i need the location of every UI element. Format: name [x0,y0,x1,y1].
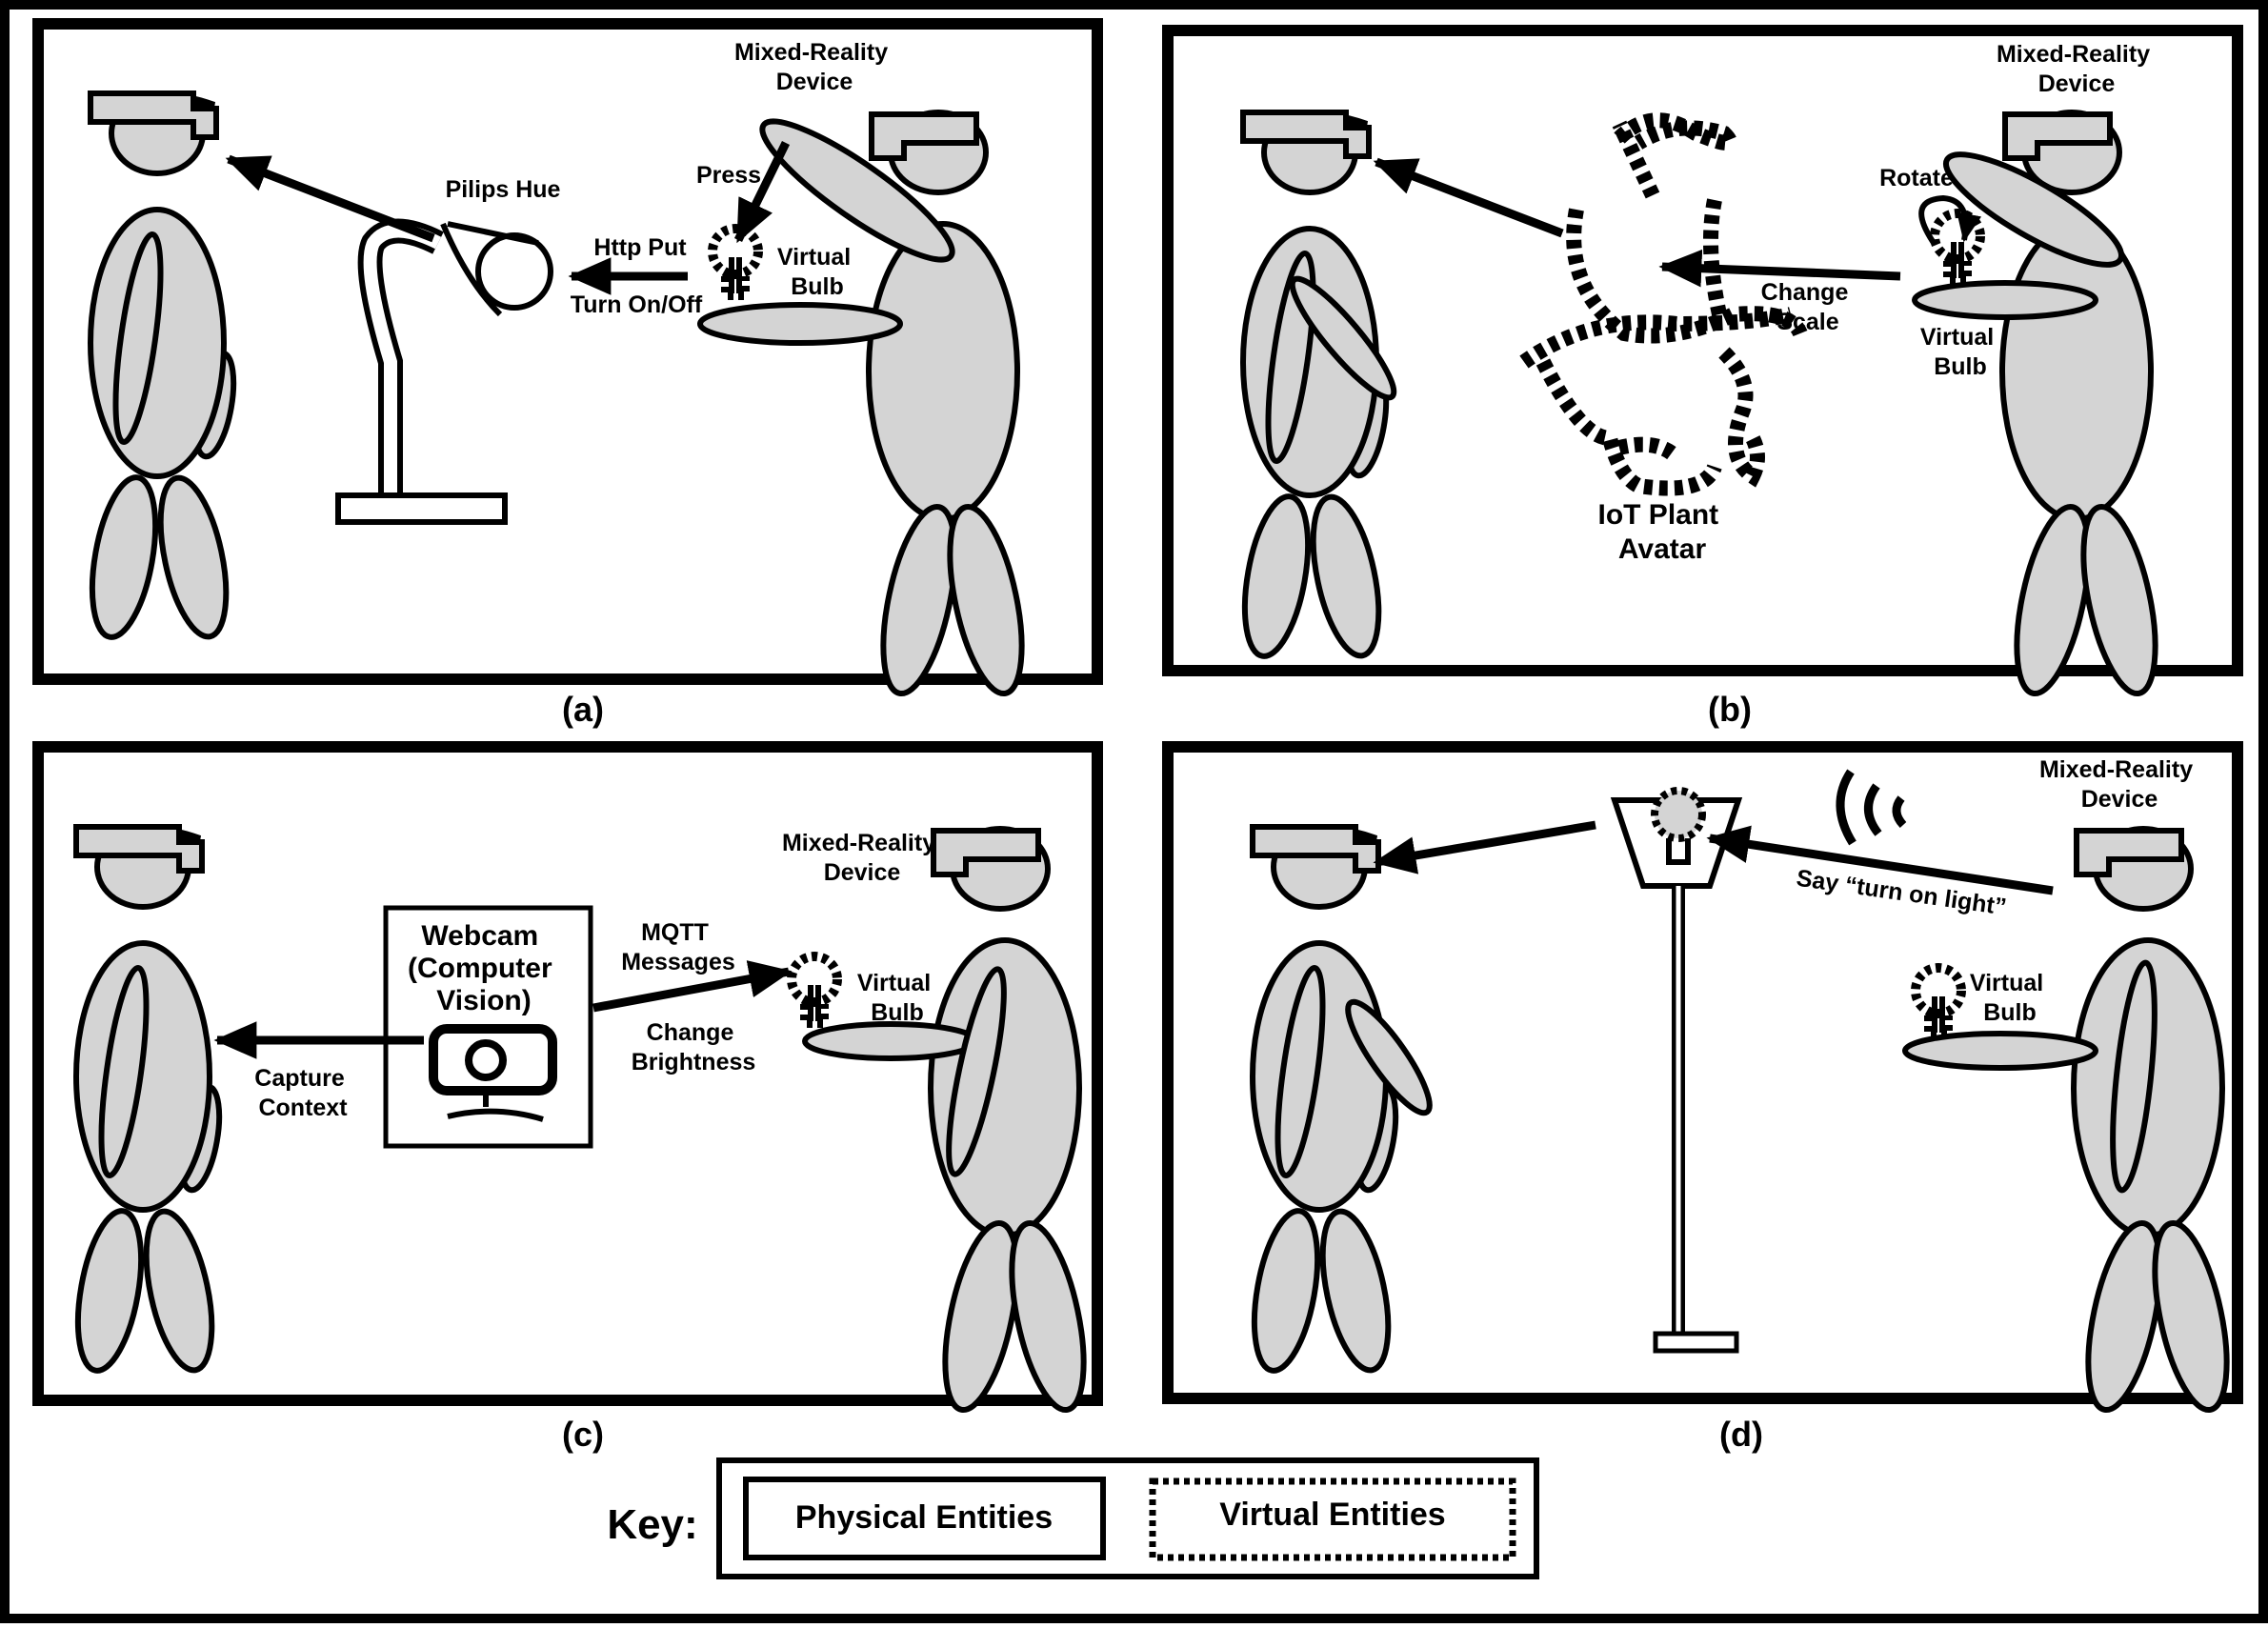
virtual-bulb [1935,213,1980,280]
device-label-line2: Device [776,69,853,95]
arrow-avatar-to-observer [1373,157,1564,238]
mr-user-arm [946,966,1007,1177]
arrow-mqtt [592,960,793,1013]
caption-a: (a) [562,690,604,729]
say-label: Say “turn on light” [1795,865,2008,921]
observer-figure [1244,827,1403,1376]
sound-waves-icon [1836,769,1907,846]
bulb-label-c: Virtual Bulb [857,970,937,1026]
virtual-bulb [792,956,837,1023]
brightness-label: Change Brightness [632,1019,756,1075]
avatar-label: IoT Plant Avatar [1597,499,1726,565]
arrow-hue-to-observer [225,154,435,243]
virtual-plate [1912,280,2098,320]
caption-b: (b) [1708,690,1752,729]
panel-d-frame [1162,741,2243,1404]
caption-d: (d) [1719,1415,1763,1454]
mr-user-figure [2074,829,2240,1416]
device-label-c: Mixed-Reality Device [782,830,942,886]
press-label: Press [696,162,761,189]
mr-user-arm [2110,959,2158,1194]
virtual-key-label: Virtual Entities [1219,1497,1445,1533]
rotate-arrow [1918,194,1982,245]
arrow-change-scale [1658,249,1901,288]
panel-b-frame [1162,25,2243,676]
webcam-label: Webcam (Computer Vision) [408,920,560,1016]
hue-label: Pilips Hue [446,176,561,203]
virtual-plate [697,302,903,346]
legend: Key: Physical Entities Virtual Entities [607,1457,1539,1579]
legend-title: Key: [607,1501,697,1548]
turn-on-off-label: Turn On/Off [571,291,703,318]
caption-c: (c) [562,1415,604,1454]
virtual-bulb [1916,968,1961,1035]
mqtt-label: MQTT Messages [621,919,735,975]
panel-c: Webcam (Computer Vision) Mixed-Reality D… [32,741,1103,1454]
virtual-plate [802,1021,979,1061]
bulb-label-d: Virtual Bulb [1970,970,2050,1026]
panel-b: Mixed-Reality Device Rotate Change Scale… [1162,25,2243,729]
arrow-press [733,141,791,244]
webcam-icon [429,1024,557,1122]
change-scale-label: Change Scale [1761,279,1856,335]
mr-user-arm [759,118,955,263]
observer-figure [82,93,241,642]
device-label-a: Mixed-Reality Device [734,39,894,95]
device-label-b: Mixed-Reality Device [1997,41,2157,97]
panel-d: Mixed-Reality Device Say “turn on light”… [1162,741,2243,1454]
virtual-key-box [1149,1477,1516,1561]
device-label-d: Mixed-Reality Device [2039,756,2199,813]
device-label-line1: Mixed-Reality [734,39,888,66]
capture-context-label: Capture Context [254,1065,351,1121]
street-lamp [1610,787,1743,1354]
panel-a-frame [32,18,1103,685]
physical-key-box [743,1477,1106,1560]
philips-hue-lamp [335,218,553,525]
bulb-label-a: Virtual Bulb [777,244,857,300]
observer-arm [1289,275,1397,401]
panel-a: Mixed-Reality Device Pilips Hue Press Ht… [32,18,1103,729]
mr-user-arm [1942,151,2125,268]
bulb-label-b: Virtual Bulb [1920,324,2000,380]
http-put-label: Http Put [593,234,687,261]
observer-arm [1345,998,1433,1116]
virtual-plate [1902,1031,2098,1071]
legend-box [716,1457,1539,1579]
arrow-voice-command [1706,825,2054,895]
panel-c-frame [32,741,1103,1406]
arrow-lamp-to-observer [1373,820,1596,874]
physical-key-label: Physical Entities [795,1499,1053,1536]
rotate-label: Rotate [1879,165,1954,191]
observer-figure [68,827,227,1376]
iot-plant-avatar [1519,112,1808,496]
